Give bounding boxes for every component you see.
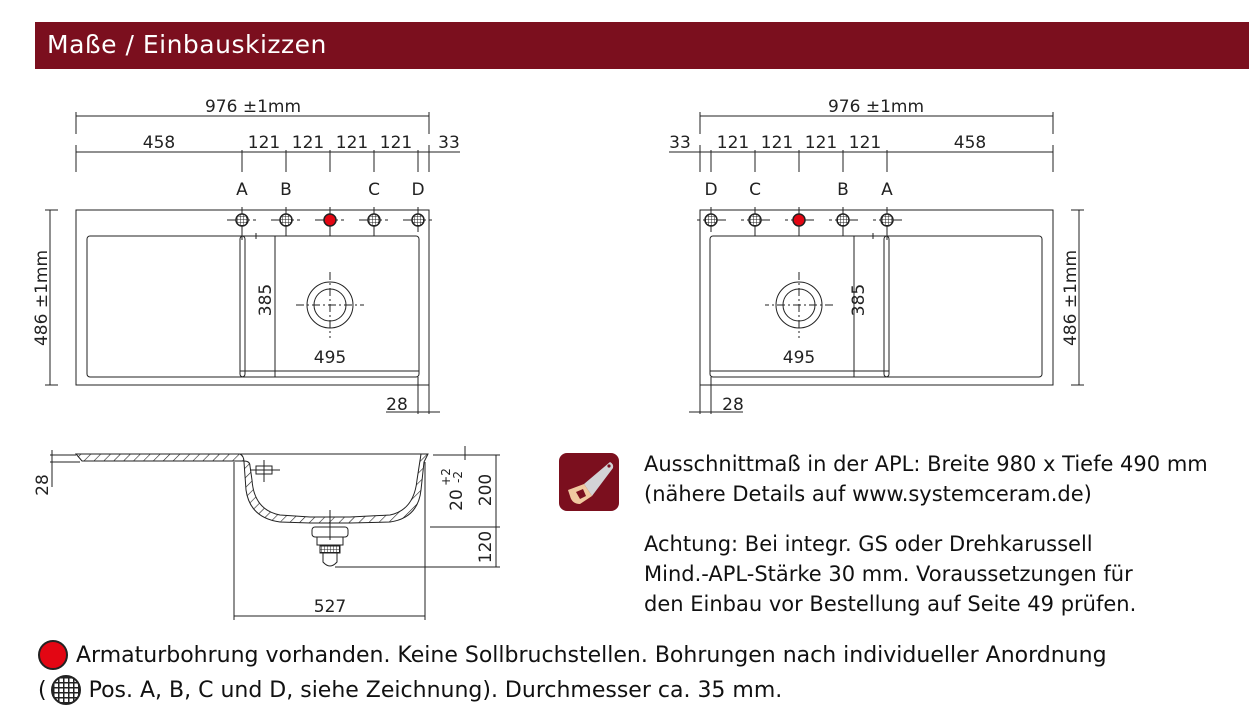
dim-segment: 121 — [849, 133, 881, 153]
cutout-info: Ausschnittmaß in der APL: Breite 980 x T… — [644, 449, 1208, 509]
legend-text: Pos. A, B, C und D, siehe Zeichnung). Du… — [88, 677, 783, 703]
dim-tol-minus: -2 — [451, 471, 465, 483]
dim-tol-plus: +2 — [439, 468, 453, 486]
dim-segment: 121 — [717, 133, 749, 153]
warning-note: Achtung: Bei integr. GS oder Drehkarusse… — [644, 529, 1136, 619]
dim-bowl-width: 495 — [314, 348, 346, 368]
dim-edge: 28 — [722, 395, 744, 415]
dim-drain-height: 120 — [476, 531, 496, 563]
legend-tap-hole: Armaturbohrung vorhanden. Keine Sollbruc… — [38, 640, 1107, 670]
position-label: A — [236, 180, 248, 200]
position-label: C — [749, 180, 761, 200]
cutout-text: Ausschnittmaß in der APL: Breite 980 x T… — [644, 452, 1208, 476]
dim-total-width: 976 ±1mm — [205, 97, 301, 117]
dim-bowl-depth: 385 — [256, 284, 276, 316]
legend-paren: ( — [38, 677, 47, 703]
dim-overflow: 20 — [447, 489, 467, 511]
position-label: D — [704, 180, 717, 200]
position-label: B — [280, 180, 292, 200]
section-title: Maße / Einbauskizzen — [47, 30, 327, 59]
dim-segment: 121 — [761, 133, 793, 153]
dim-segment: 458 — [143, 133, 175, 153]
note-text: Achtung: Bei integr. GS oder Drehkarusse… — [644, 532, 1093, 556]
legend-text: Armaturbohrung vorhanden. Keine Sollbruc… — [76, 642, 1107, 668]
dim-depth: 486 ±1mm — [32, 250, 52, 346]
note-text: Mind.-APL-Stärke 30 mm. Voraussetzungen … — [644, 562, 1133, 586]
dim-bowl-width: 495 — [783, 348, 815, 368]
dim-segment: 458 — [954, 133, 986, 153]
section-header: Maße / Einbauskizzen — [35, 22, 1249, 69]
dim-total-width: 976 ±1mm — [828, 97, 924, 117]
dim-edge: 28 — [386, 395, 408, 415]
position-label: C — [368, 180, 380, 200]
dim-segment: 121 — [248, 133, 280, 153]
dim-segment: 121 — [380, 133, 412, 153]
position-label: D — [411, 180, 424, 200]
dim-rim: 28 — [33, 474, 53, 496]
legend-positions: ( Pos. A, B, C und D, siehe Zeichnung). … — [38, 675, 782, 705]
dim-bowl-height: 200 — [476, 474, 496, 506]
section-view — [50, 446, 500, 620]
grid-dot-icon — [50, 675, 81, 705]
dim-segment: 121 — [292, 133, 324, 153]
dim-bowl-depth: 385 — [849, 284, 869, 316]
cutout-details-text: (nähere Details auf www.systemceram.de) — [644, 482, 1092, 506]
position-label: A — [881, 180, 893, 200]
saw-icon — [559, 453, 619, 511]
dim-depth: 486 ±1mm — [1061, 250, 1081, 346]
note-text: den Einbau vor Bestellung auf Seite 49 p… — [644, 592, 1137, 616]
dim-segment: 33 — [438, 133, 460, 153]
position-label: B — [837, 180, 849, 200]
dim-segment: 121 — [336, 133, 368, 153]
dim-bowl-length: 527 — [314, 597, 346, 617]
red-dot-icon — [38, 640, 68, 670]
plan-view-left: 976 ±1mm 458 121 121 121 121 33 A B C D … — [32, 97, 461, 415]
plan-view-right: 976 ±1mm 33 121 121 121 121 458 D C B A … — [668, 97, 1085, 415]
dim-segment: 121 — [805, 133, 837, 153]
dim-segment: 33 — [669, 133, 691, 153]
